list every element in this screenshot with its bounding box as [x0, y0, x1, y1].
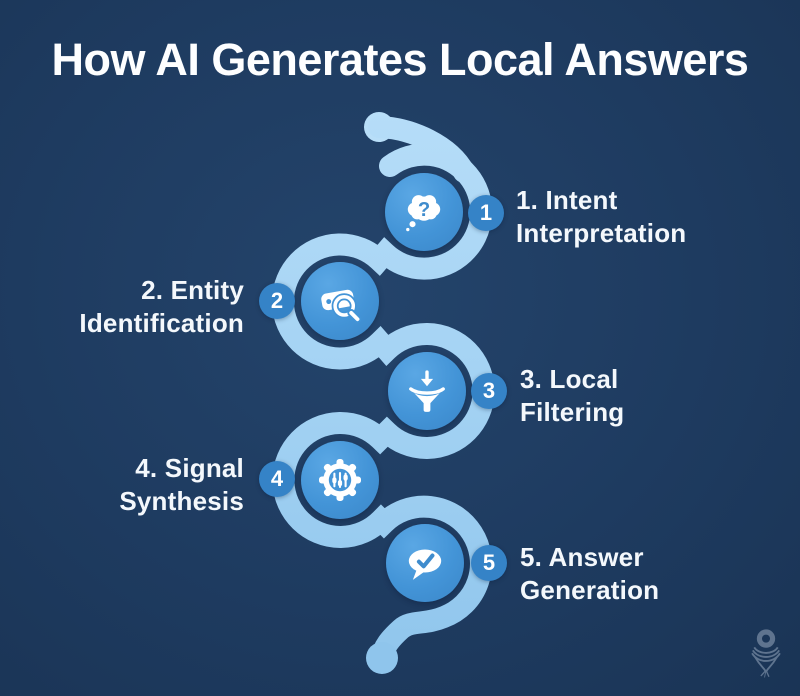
step-label-line1: 3. Local [520, 364, 619, 394]
funnel-arrow-icon [409, 370, 445, 412]
step-label-line1: 5. Answer [520, 542, 644, 572]
step-label-line1: 1. Intent [516, 185, 618, 215]
step-label-4: 4. Signal Synthesis [119, 452, 244, 518]
step-number-badge-3: 3 [471, 373, 507, 409]
path-end-dot [366, 642, 398, 674]
thought-cloud-question-icon: ? [406, 195, 441, 232]
step-node-1: ? [385, 173, 463, 251]
step-label-line2: Filtering [520, 397, 625, 427]
step-label-line2: Identification [79, 308, 244, 338]
step-label-1: 1. Intent Interpretation [516, 184, 686, 250]
step-label-line2: Synthesis [119, 486, 244, 516]
svg-text:?: ? [418, 199, 430, 221]
step-node-5 [386, 524, 464, 602]
step-label-line2: Generation [520, 575, 660, 605]
step-number-badge-1: 1 [468, 195, 504, 231]
page-title: How AI Generates Local Answers [51, 34, 749, 85]
step-number-badge-5: 5 [471, 545, 507, 581]
step-number-badge-2: 2 [259, 283, 295, 319]
step-number-badge-4: 4 [259, 461, 295, 497]
step-label-5: 5. Answer Generation [520, 541, 659, 607]
step-label-line2: Interpretation [516, 218, 687, 248]
step-label-line1: 2. Entity [141, 275, 244, 305]
step-label-3: 3. Local Filtering [520, 363, 624, 429]
step-label-2: 2. Entity Identification [79, 274, 244, 340]
step-node-4 [301, 441, 379, 519]
step-node-3 [388, 352, 466, 430]
tag-magnifier-icon [321, 289, 362, 324]
step-node-2 [301, 262, 379, 340]
feather-pin-logo [751, 629, 781, 678]
chat-check-icon [408, 549, 442, 580]
gear-sliders-icon [319, 459, 361, 501]
step-label-line1: 4. Signal [135, 453, 244, 483]
